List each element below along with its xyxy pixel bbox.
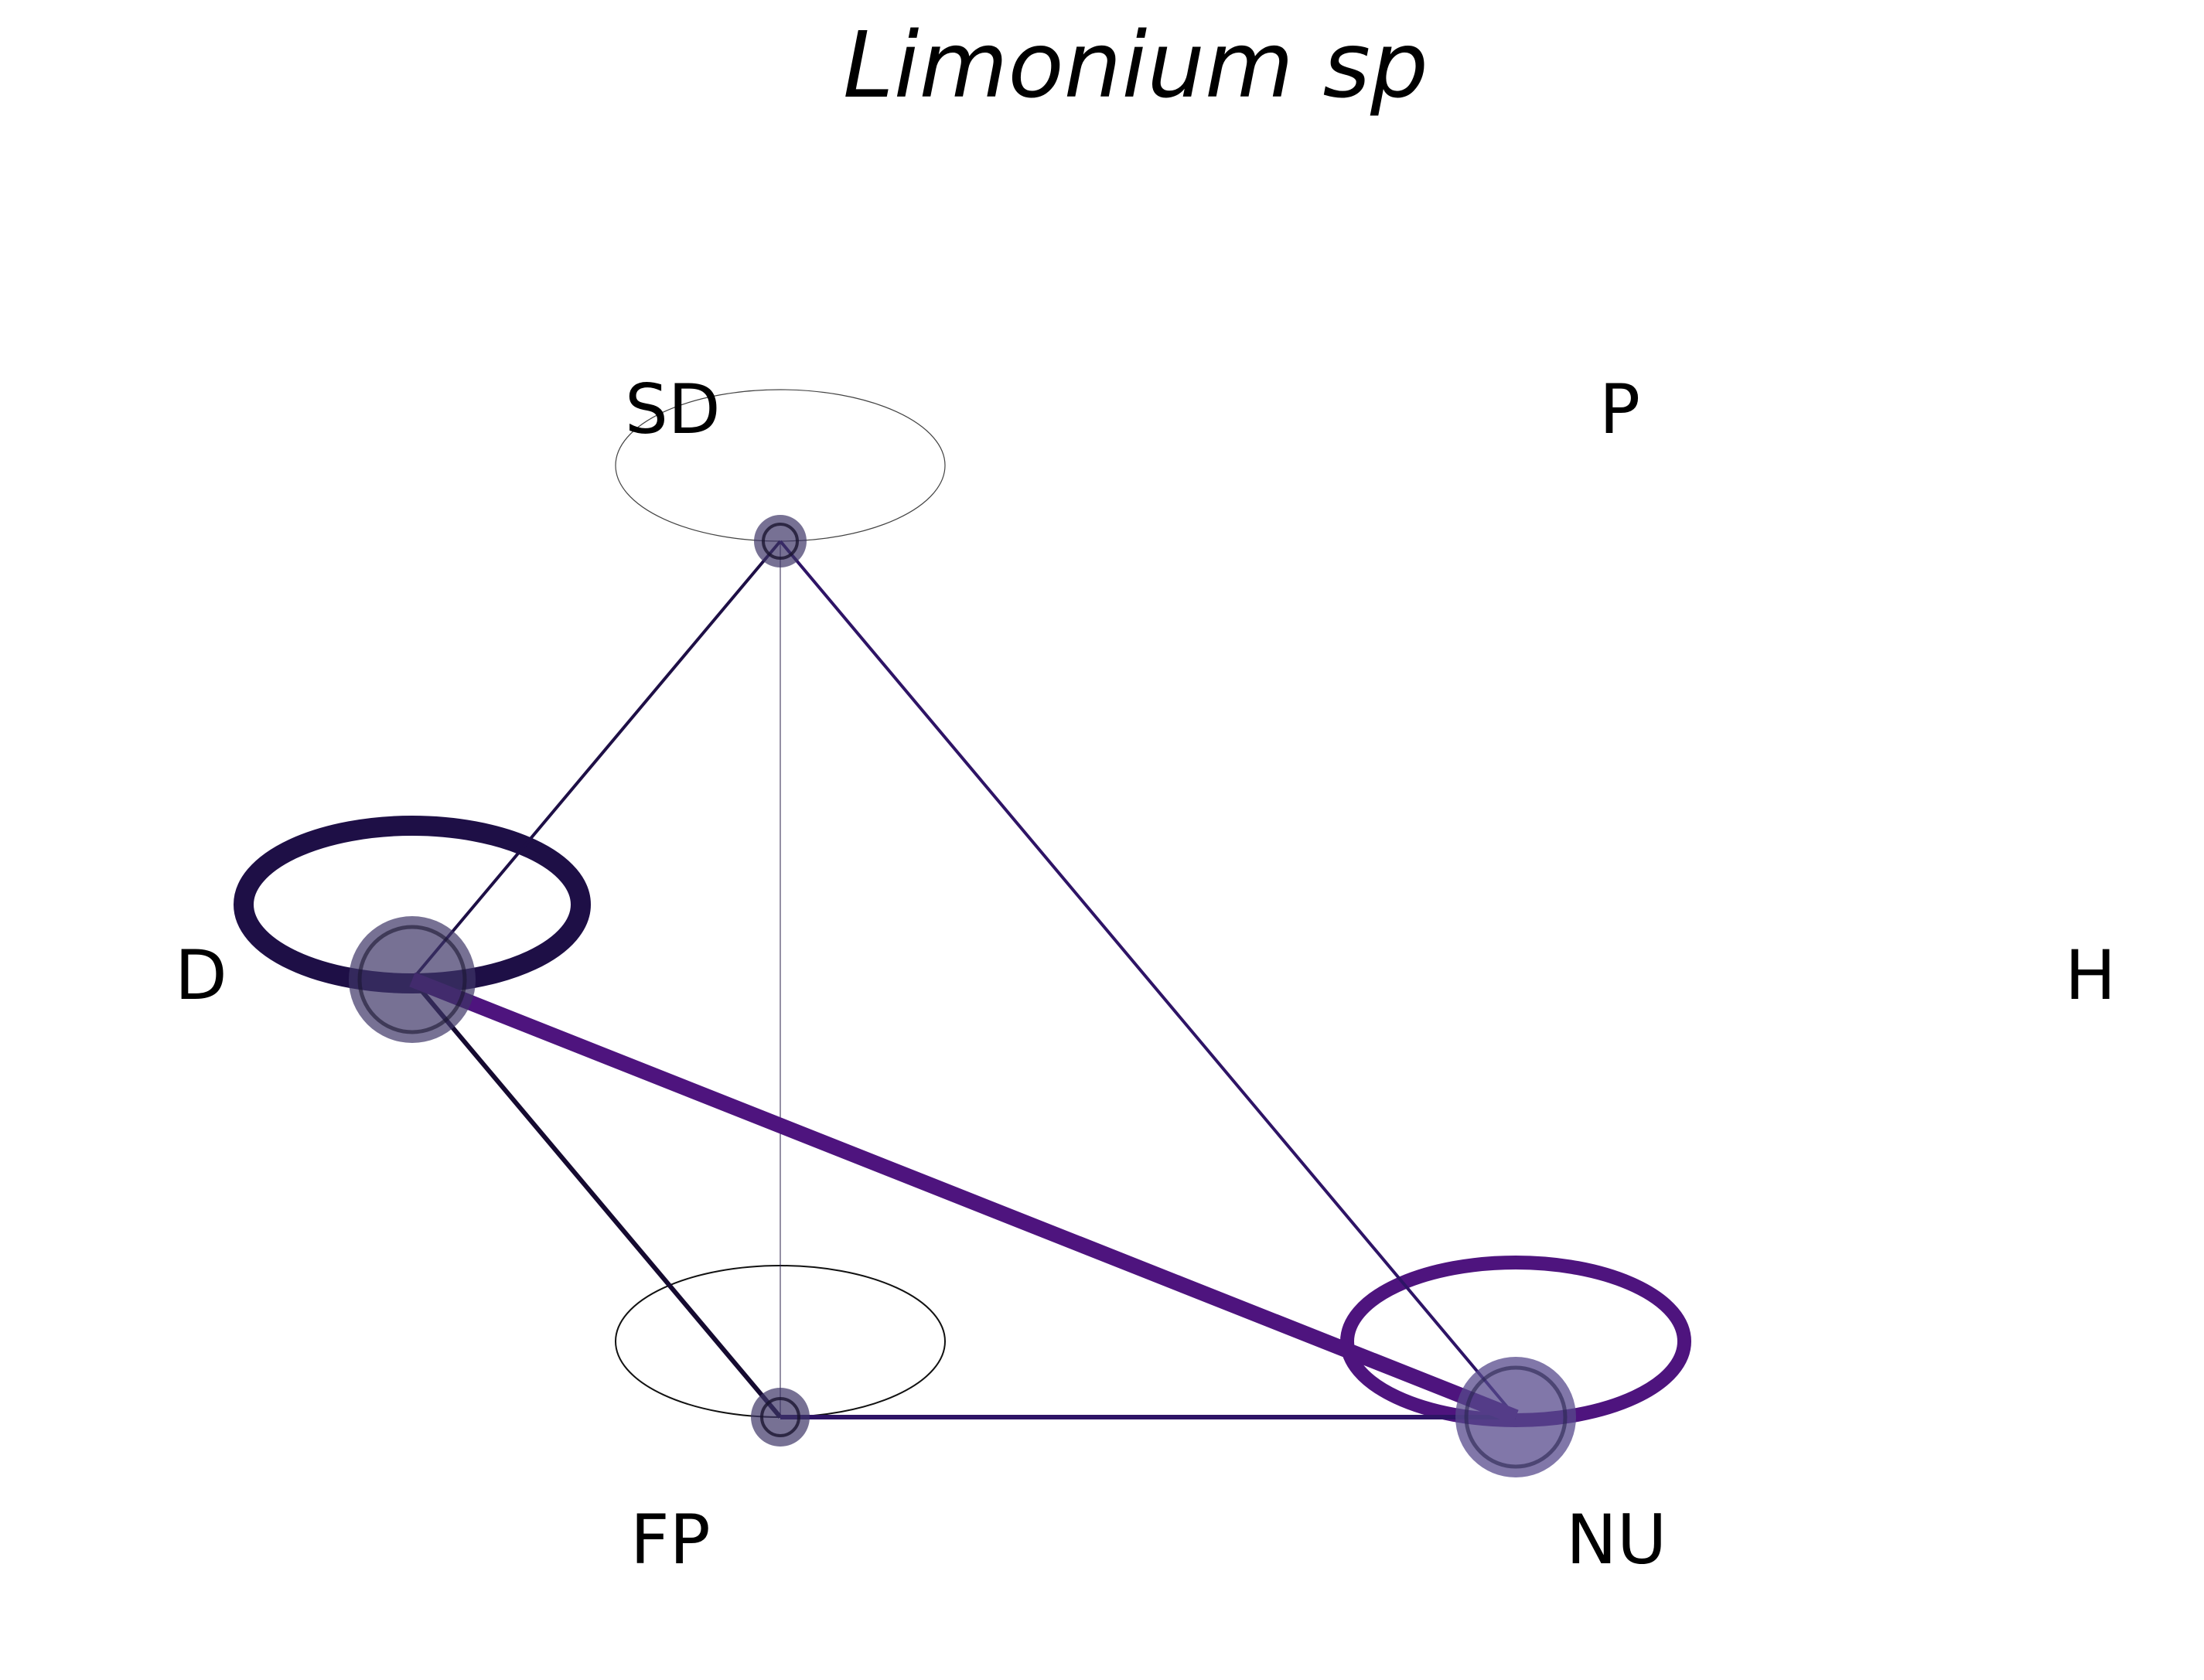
edge-SD-NU <box>779 540 1517 1419</box>
node-label-D: D <box>175 935 227 1015</box>
node-label-FP: FP <box>630 1500 711 1579</box>
node-NU <box>1455 1357 1576 1477</box>
node-FP <box>751 1388 810 1447</box>
edge-SD-D <box>411 540 782 981</box>
node-SD <box>754 515 807 567</box>
edge-D-NU <box>409 972 1519 1425</box>
diagram-title: Limonium sp <box>843 12 1428 118</box>
node-label-SD: SD <box>625 370 721 449</box>
node-label-P: P <box>1599 370 1640 449</box>
node-D <box>349 916 476 1043</box>
node-label-NU: NU <box>1566 1500 1667 1579</box>
edge-D-FP <box>410 978 783 1419</box>
node-label-H: H <box>2065 935 2116 1015</box>
